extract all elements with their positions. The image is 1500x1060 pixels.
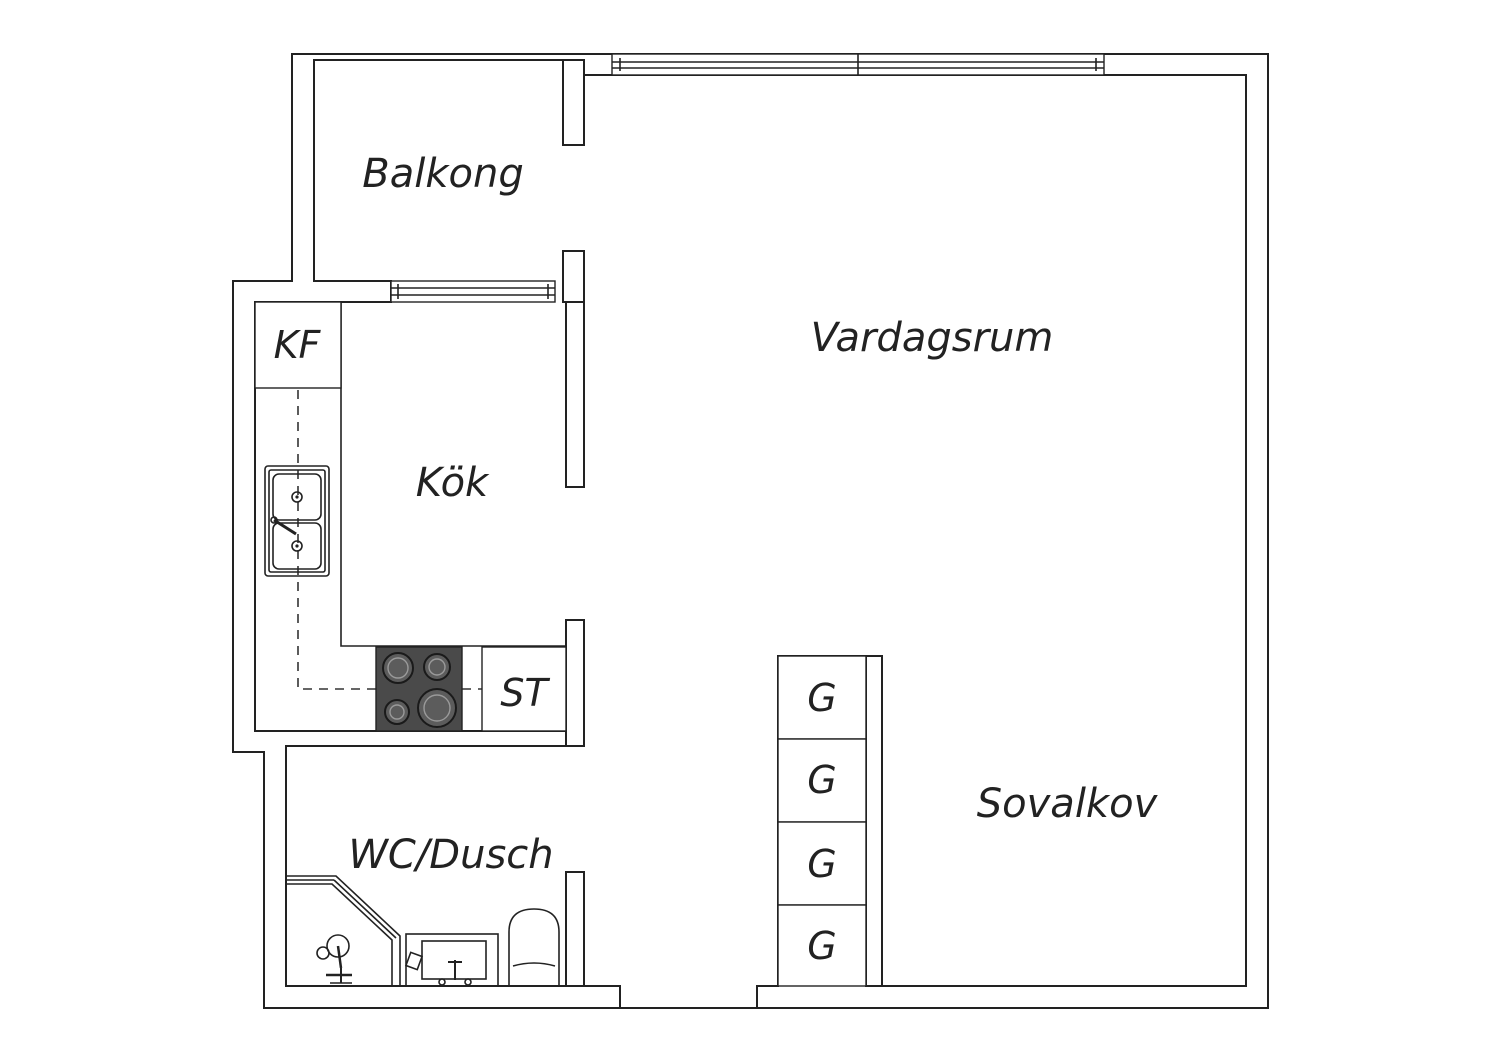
wardrobe-label: G (807, 676, 836, 720)
interior-walls (562, 59, 883, 987)
window-living-room (611, 53, 1105, 76)
kitchen-counter (254, 301, 566, 690)
stove-cabinet (481, 646, 567, 732)
stove-icon (375, 646, 463, 732)
room-label-living-room: Vardagsrum (811, 315, 1054, 361)
window-balcony-door (390, 280, 556, 303)
wardrobe-label: G (807, 842, 836, 886)
room-label-balcony: Balkong (362, 151, 523, 197)
wardrobes (777, 655, 867, 987)
fixture-label-stove-unit: ST (500, 671, 550, 715)
room-label-sleeping-alcove: Sovalkov (977, 781, 1159, 827)
room-label-bathroom: WC/Dusch (348, 832, 553, 878)
washbasin-icon (404, 933, 499, 987)
toilet-icon (508, 908, 560, 986)
wardrobe-label: G (807, 924, 836, 968)
wardrobe-label: G (807, 758, 836, 802)
shower-icon (286, 875, 401, 986)
fixture-label-fridge-freezer: KF (274, 323, 322, 367)
sink-icon (264, 465, 330, 577)
room-label-kitchen: Kök (416, 460, 490, 506)
